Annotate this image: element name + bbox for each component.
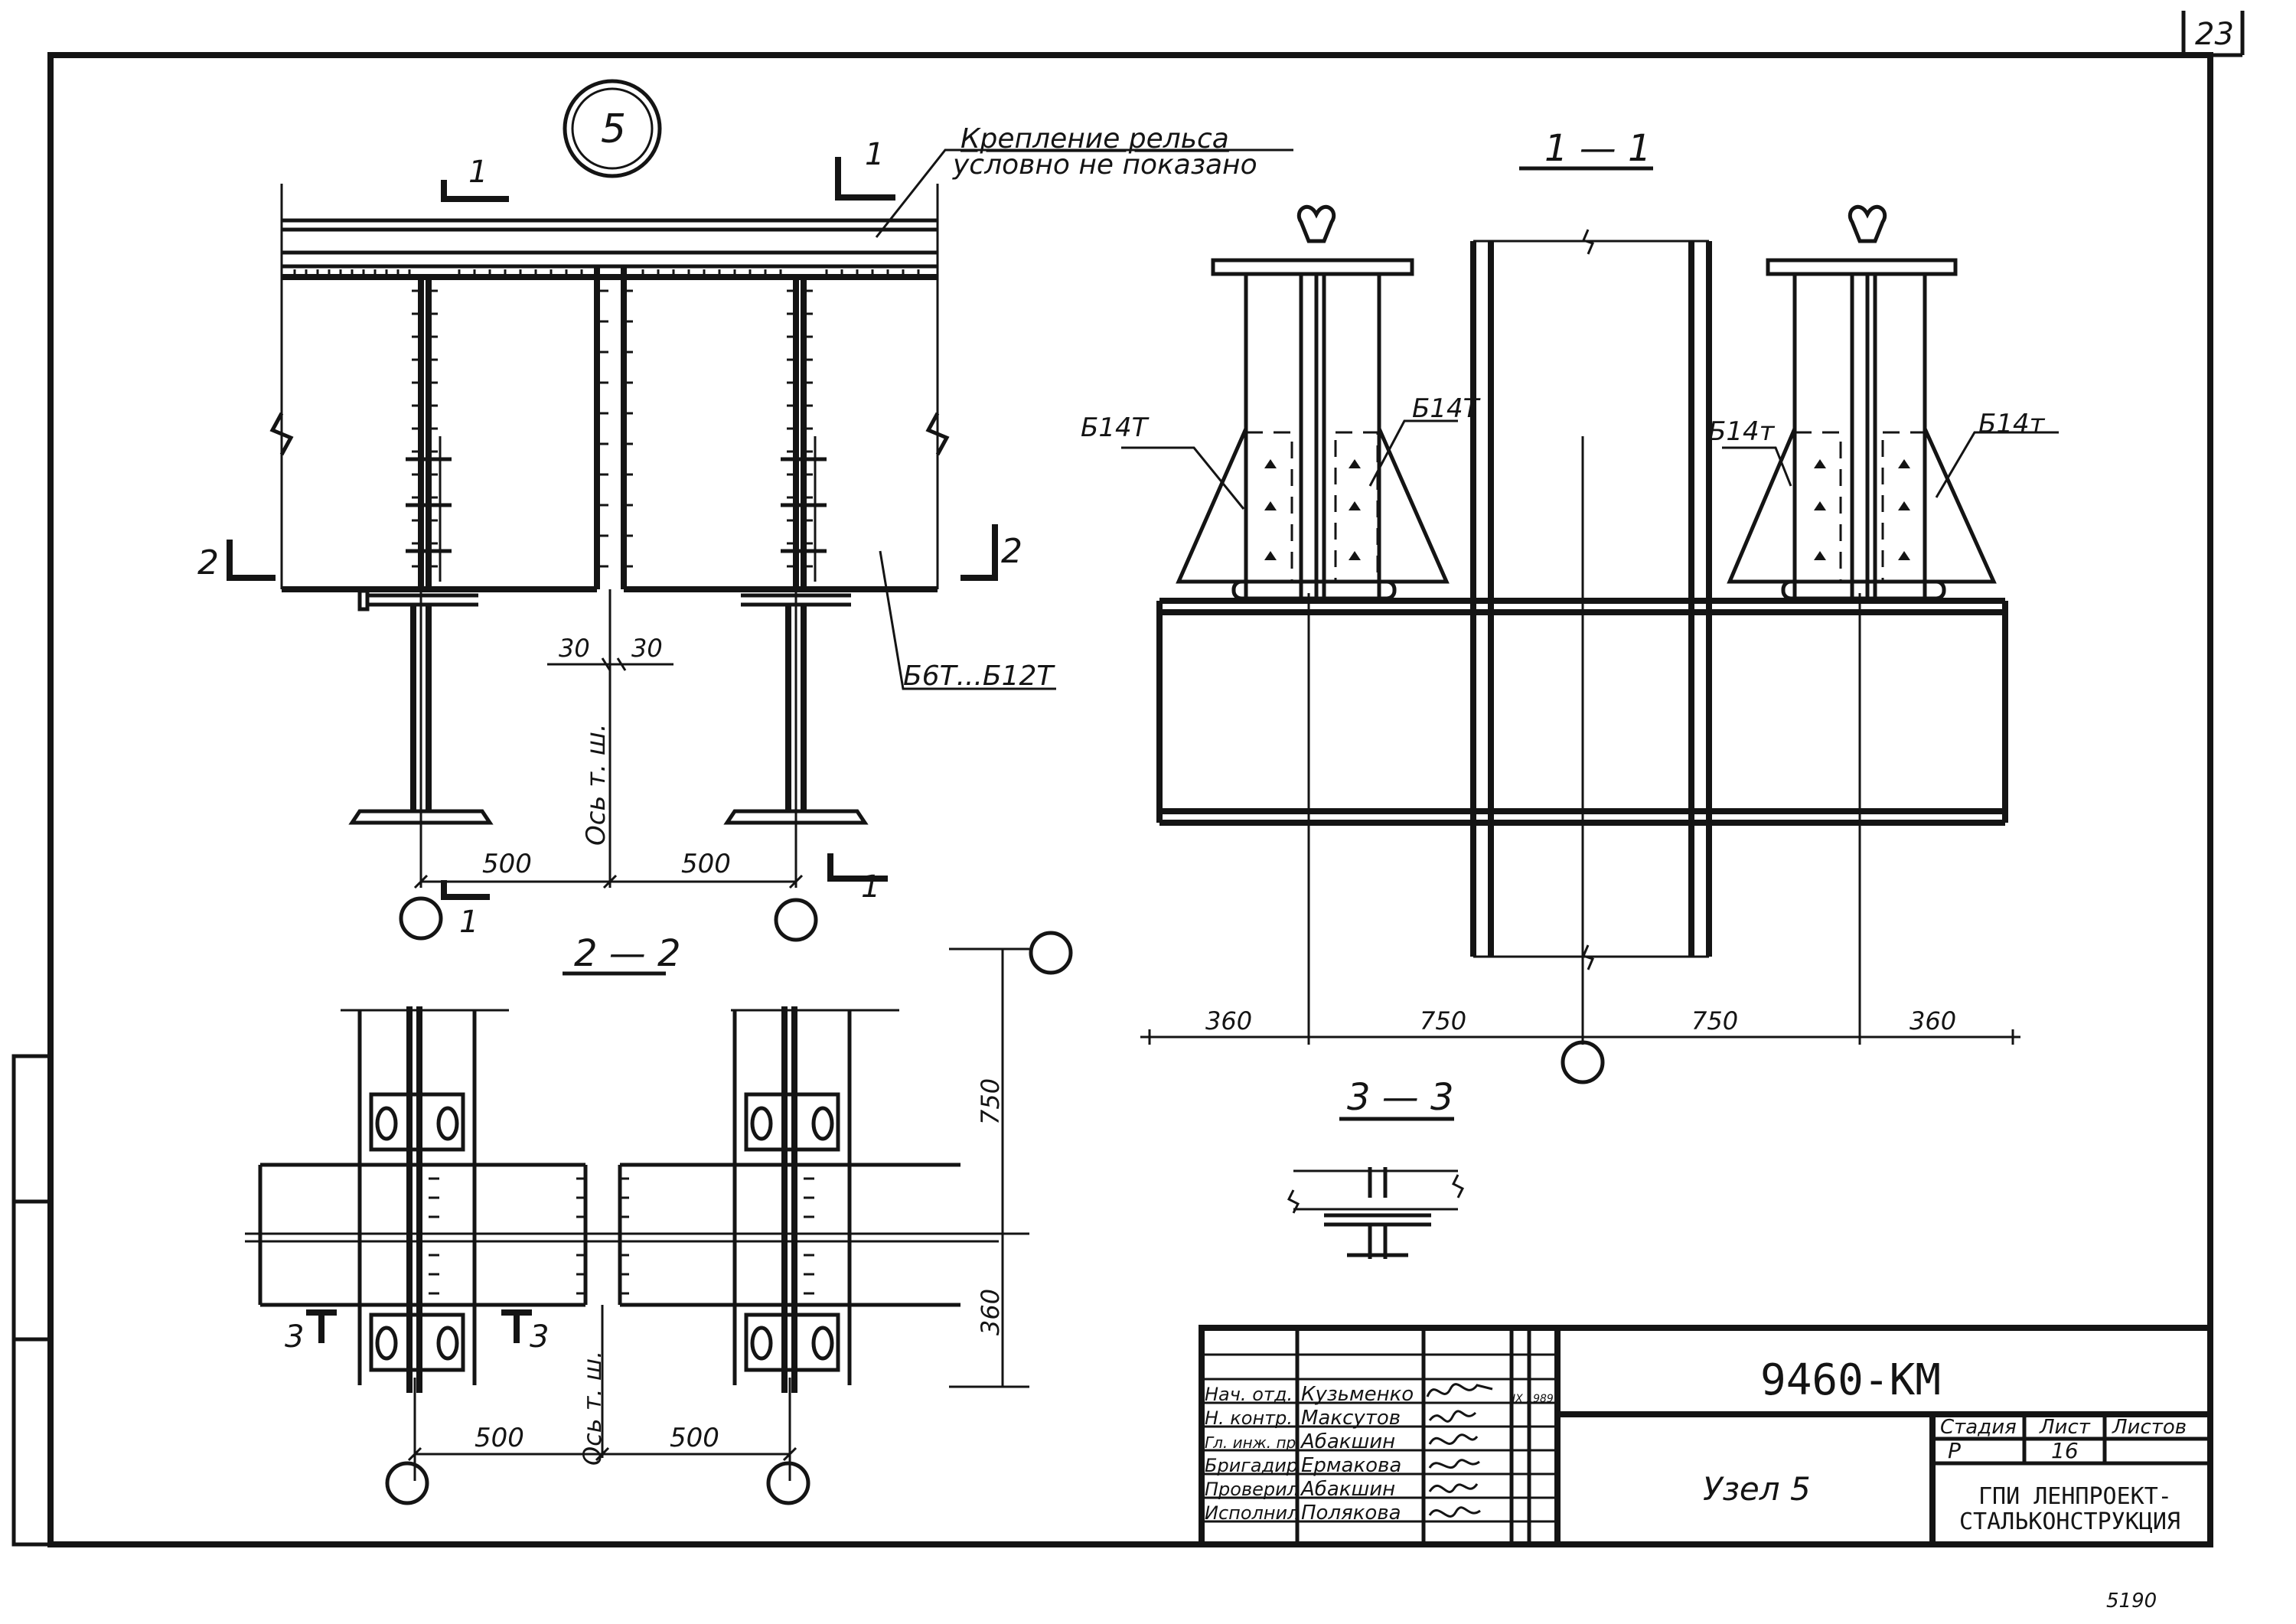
col-sheet: Лист bbox=[2039, 1416, 2091, 1439]
sheet-no-value: 16 bbox=[2051, 1438, 2079, 1463]
plan-cut-label-1c: 1 bbox=[861, 869, 880, 905]
role-2: Н. контр. bbox=[1205, 1407, 1293, 1429]
plan-cut-label-1b: 1 bbox=[865, 137, 884, 172]
name-4: Ермакова bbox=[1301, 1454, 1401, 1477]
col-stage: Стадия bbox=[1940, 1416, 2017, 1439]
plan-view bbox=[227, 157, 1056, 942]
role-3: Гл. инж. пр. bbox=[1205, 1433, 1301, 1452]
org-line-1: ГПИ ЛЕНПРОЕКТ- bbox=[1978, 1483, 2172, 1510]
sheet-title: Узел 5 bbox=[1703, 1470, 1811, 1508]
role-1: Нач. отд. bbox=[1205, 1384, 1293, 1405]
section-2-2-dim-750: 750 bbox=[976, 1078, 1005, 1125]
section-2-2-cut-3a: 3 bbox=[285, 1319, 304, 1355]
name-3: Абакшин bbox=[1300, 1430, 1395, 1453]
section-2-2-dim-360: 360 bbox=[976, 1289, 1005, 1335]
plan-cut-label-2b: 2 bbox=[1001, 532, 1022, 571]
plan-cut-label-2a: 2 bbox=[197, 543, 219, 582]
node-marker: 5 bbox=[563, 79, 662, 178]
role-5: Проверил bbox=[1205, 1479, 1299, 1500]
node-number: 5 bbox=[601, 106, 626, 152]
signatures bbox=[1426, 1383, 1493, 1518]
name-2: Максутов bbox=[1301, 1407, 1401, 1430]
role-6: Исполнил bbox=[1205, 1502, 1300, 1524]
section-1-1-label-b: Б14Т bbox=[1412, 393, 1481, 424]
section-1-1-dim-4: 360 bbox=[1910, 1006, 1956, 1035]
section-1-1-dim-2: 750 bbox=[1420, 1006, 1466, 1035]
section-2-2-dim-left: 500 bbox=[475, 1423, 524, 1453]
section-3-3-title: 3 — 3 bbox=[1347, 1076, 1454, 1119]
org-line-2: СТАЛЬКОНСТРУКЦИЯ bbox=[1959, 1508, 2180, 1535]
sheet-frame bbox=[11, 11, 2245, 1547]
approval-date: IX 1989 bbox=[1512, 1393, 1554, 1405]
plan-axis-label: Ось т. ш. bbox=[581, 723, 612, 846]
section-1-1-label-c: Б14т bbox=[1708, 416, 1776, 447]
col-sheets: Листов bbox=[2112, 1416, 2187, 1439]
role-4: Бригадир bbox=[1205, 1455, 1298, 1476]
title-block bbox=[1199, 1325, 2213, 1547]
section-2-2-dim-right: 500 bbox=[670, 1423, 719, 1453]
name-5: Абакшин bbox=[1300, 1478, 1395, 1501]
rail-note-line2: условно не показано bbox=[952, 149, 1257, 181]
section-1-1-dim-1: 360 bbox=[1205, 1006, 1252, 1035]
section-2-2-title: 2 — 2 bbox=[574, 932, 681, 975]
plan-beam-label: Б6Т...Б12Т bbox=[903, 660, 1055, 692]
section-3-3 bbox=[1287, 1117, 1465, 1259]
rail-note-leader bbox=[875, 148, 1293, 238]
name-6: Полякова bbox=[1301, 1502, 1401, 1525]
plan-cut-label-1a: 1 bbox=[468, 155, 488, 190]
section-2-2-cut-3b: 3 bbox=[530, 1319, 549, 1355]
plan-cut-label-1d: 1 bbox=[459, 905, 478, 940]
section-1-1-dim-3: 750 bbox=[1691, 1006, 1738, 1035]
name-1: Кузьменко bbox=[1301, 1383, 1414, 1406]
plan-gap-left: 30 bbox=[559, 634, 590, 663]
footer-mark: 5190 bbox=[2106, 1590, 2157, 1613]
section-1-1-label-a: Б14Т bbox=[1081, 413, 1150, 443]
plan-dim-right: 500 bbox=[681, 849, 731, 879]
page-number: 23 bbox=[2195, 17, 2234, 52]
section-2-2-axis-label: Ось т. ш. bbox=[578, 1351, 607, 1466]
section-2-2 bbox=[245, 931, 1073, 1505]
doc-code: 9460-КМ bbox=[1760, 1355, 1941, 1405]
stage-value: Р bbox=[1948, 1438, 1961, 1463]
section-1-1 bbox=[1121, 166, 2059, 1084]
section-1-1-title: 1 — 1 bbox=[1544, 127, 1652, 170]
plan-dim-left: 500 bbox=[482, 849, 532, 879]
plan-gap-right: 30 bbox=[631, 634, 663, 663]
section-1-1-label-d: Б14т bbox=[1978, 409, 2046, 439]
